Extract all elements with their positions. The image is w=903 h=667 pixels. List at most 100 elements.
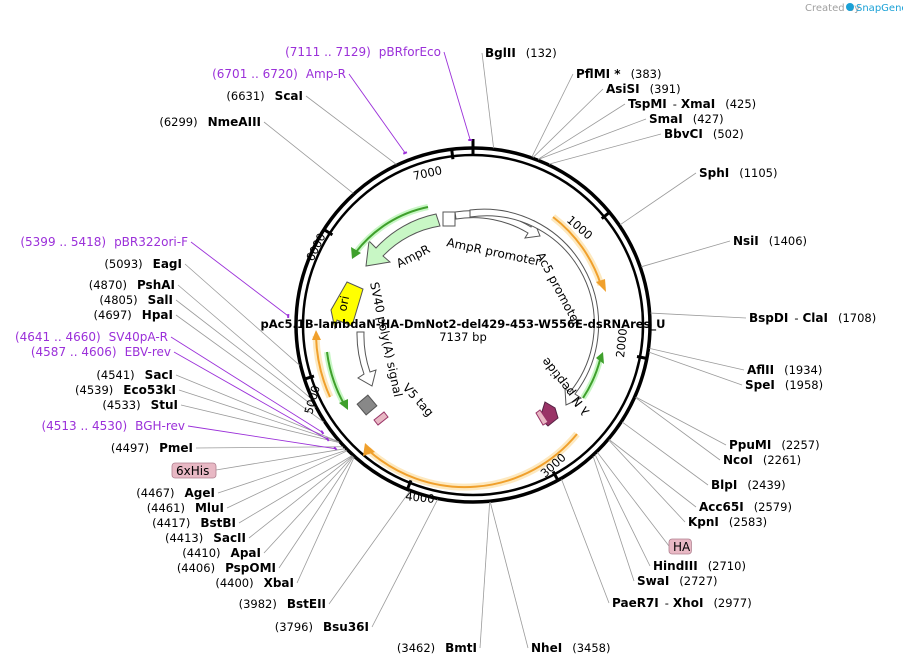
enzyme-label-bmti: (3462)BmtI — [397, 641, 477, 655]
enzyme-position: (4697) — [94, 308, 132, 322]
tick-mark-5000 — [304, 374, 315, 381]
leader-kpni — [608, 439, 686, 523]
orf-arc-left-line — [315, 335, 331, 398]
enzyme-name: PflMI * — [576, 67, 621, 81]
enzyme-position: (4533) — [102, 398, 140, 412]
enzyme-position: (2583) — [729, 515, 767, 529]
enzyme-position: (2977) — [713, 596, 751, 610]
leader-pspomi — [278, 456, 354, 569]
primer-label-pbrforeco: (7111 .. 7129)pBRforEco — [285, 45, 441, 59]
tag-leader-6xhis — [215, 448, 346, 471]
tick-mark-4000 — [406, 479, 413, 490]
leader-spei — [648, 351, 743, 386]
leader-tspmi — [537, 103, 626, 160]
leader-bsu36i — [371, 499, 438, 628]
sv40-polya-arrow — [356, 331, 377, 387]
enzyme-name: HpaI — [142, 308, 173, 322]
enzyme-label-smai: SmaI(427) — [649, 112, 724, 126]
green-arrow-right-head — [596, 352, 604, 364]
enzyme-name: Acc65I — [699, 500, 744, 514]
watermark-prefix: Created by — [805, 3, 860, 14]
enzyme-position: (4410) — [182, 546, 220, 560]
orf-arc-bottom-head — [363, 443, 375, 456]
leader-scai — [305, 95, 397, 165]
enzyme-name: AflII — [747, 363, 774, 377]
enzyme-name: KpnI — [688, 515, 719, 529]
leader-bstbi — [238, 455, 353, 524]
enzyme-position: (4497) — [111, 441, 149, 455]
enzyme-name: BmtI — [445, 641, 477, 655]
primer-site-bghrev — [333, 446, 338, 451]
ampr-promoter-label: AmpR promoter — [445, 235, 541, 269]
enzyme-label-pspomi: (4406)PspOMI — [177, 561, 276, 575]
enzyme-position: (1105) — [739, 166, 777, 180]
enzyme-label-blpi: BlpI(2439) — [711, 478, 786, 492]
enzyme-label-apai: (4410) ApaI — [182, 546, 261, 560]
enzyme-name: NcoI — [723, 453, 753, 467]
enzyme-label-bbvci: BbvCI(502) — [664, 127, 744, 141]
enzyme-name: NsiI — [733, 234, 759, 248]
enzyme-label-acc65i: Acc65I (2579) — [699, 500, 792, 514]
enzyme-position: (2439) — [747, 478, 785, 492]
plasmid-name: pAc5.1B-lambdaN-HA-DmNot2-del429-453-W55… — [261, 317, 666, 332]
enzyme-label-sphi: SphI(1105) — [699, 166, 778, 180]
enzyme-position: (4413) — [165, 531, 203, 545]
primer-leader-ebvrev — [173, 351, 328, 440]
ac5-promoter-arrow — [469, 208, 600, 406]
tick-mark-2000 — [636, 355, 647, 360]
tag-leader-ha — [597, 452, 670, 547]
tick-label-7000: 7000 — [412, 163, 444, 183]
leader-bmti — [479, 502, 491, 649]
enzyme-name: NheI — [531, 641, 562, 655]
enzyme-label-bsteii: (3982)BstEII — [239, 597, 326, 611]
leader-apai — [263, 456, 354, 554]
orf-arc-bottom-line — [367, 433, 578, 489]
orf-arc-top-right-line — [552, 216, 602, 286]
leader-eco53ki — [178, 389, 339, 443]
enzyme-name: PspOMI — [225, 561, 276, 575]
leader-agei — [217, 449, 347, 494]
tick-mark-6000 — [323, 228, 334, 237]
green-arrow-top-head — [351, 247, 361, 259]
enzyme-name: ScaI — [275, 89, 303, 103]
enzyme-position: (4417) — [152, 516, 190, 530]
enzyme-name: AsiSI — [606, 82, 640, 96]
leader-nhei — [489, 502, 529, 649]
tag-label-ha: HA — [673, 540, 691, 554]
enzyme-position: (5093) — [104, 257, 142, 271]
enzyme-position: (132) — [526, 46, 557, 60]
primer-label-sv40par: (4641 .. 4660)SV40pA-R — [15, 330, 168, 344]
primer-label-ebvrev: (4587 .. 4606)EBV-rev — [31, 345, 171, 359]
leader-bsteii — [328, 491, 410, 605]
enzyme-label-scai: (6631)ScaI — [226, 89, 303, 103]
leader-pmei — [195, 446, 344, 449]
green-arrow-left-head — [339, 399, 348, 410]
v5-tag-label: V5 tag — [400, 381, 437, 420]
leader-pshai — [177, 284, 312, 399]
tag-label-6xhis: 6xHis — [176, 464, 209, 478]
primer-leader-ampr — [348, 73, 406, 154]
enzyme-position: (4541) — [96, 368, 134, 382]
enzyme-position: (4467) — [136, 486, 174, 500]
enzyme-name: SacI — [145, 368, 173, 382]
enzyme-name: PpuMI — [729, 438, 771, 452]
enzyme-label-hindiii: HindIII(2710) — [653, 559, 746, 573]
enzyme-position: (2579) — [754, 500, 792, 514]
label-layer: 1000200030004000500060007000BglII(132)Pf… — [15, 45, 876, 655]
enzyme-name: XbaI — [264, 576, 294, 590]
enzyme-name: ApaI — [231, 546, 261, 560]
enzyme-position: (4400) — [215, 576, 253, 590]
green-arrow-top-line — [355, 206, 429, 253]
tick-mark-7000 — [450, 150, 455, 160]
enzyme-label-bglii: BglII(132) — [485, 46, 557, 60]
enzyme-name: SacII — [213, 531, 246, 545]
enzyme-name: StuI — [151, 398, 178, 412]
watermark-brand: SnapGene — [856, 3, 903, 14]
enzyme-name: SpeI — [745, 378, 775, 392]
enzyme-position: (4539) — [75, 383, 113, 397]
enzyme-label-pflmi: PflMI *(383) — [576, 67, 662, 81]
enzyme-position: (2710) — [708, 559, 746, 573]
enzyme-position: (6299) — [159, 115, 197, 129]
green-arrow-right-line — [582, 359, 601, 399]
leader-xbai — [296, 457, 355, 584]
